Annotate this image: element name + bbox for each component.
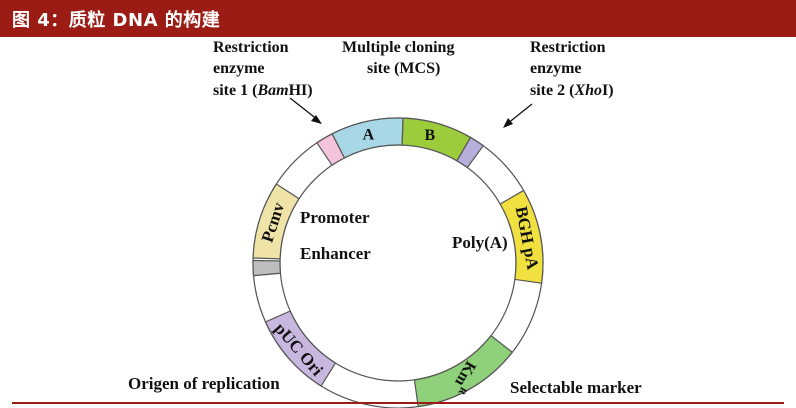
- promoter-label: Promoter: [300, 208, 370, 227]
- restriction-site-2-arrow: [503, 103, 533, 128]
- restriction-site-1-line1: Restriction: [213, 39, 289, 56]
- enhancer-label: Enhancer: [300, 244, 371, 263]
- segment-pcmv: [252, 183, 300, 260]
- figure-header: 图 4：质粒 DNA 的构建: [0, 0, 796, 37]
- polya-label: Poly(A): [452, 233, 508, 252]
- mcs-line2: site (MCS): [367, 60, 440, 77]
- segment-b-label: B: [424, 127, 435, 144]
- restriction-site-2-line2: enzyme: [530, 60, 582, 77]
- restriction-site-1-line2: enzyme: [213, 60, 265, 77]
- rs2-enzyme-suffix: I: [602, 82, 608, 99]
- segment-puc-ori: [264, 310, 337, 387]
- segment-a-label: A: [363, 126, 375, 143]
- mcs-line1: Multiple cloning: [342, 39, 454, 56]
- bottom-rule: [12, 402, 784, 404]
- segment-kmr: [413, 334, 514, 408]
- segment-bghpa: [499, 189, 544, 284]
- rs1-prefix: site 1 (: [213, 82, 257, 99]
- rs1-close: ): [307, 82, 312, 99]
- selectable-marker-label: Selectable marker: [510, 378, 642, 397]
- origin-of-replication-label: Origen of replication: [128, 374, 280, 393]
- rs1-enzyme-suffix: HI: [289, 82, 308, 99]
- segment-enhancer: [252, 259, 282, 277]
- restriction-site-2-line1: Restriction: [530, 39, 606, 56]
- rs2-close: ): [608, 82, 613, 99]
- figure-title: 图 4：质粒 DNA 的构建: [12, 9, 221, 31]
- plasmid-ring: [252, 117, 544, 408]
- restriction-site-1-line3: site 1 (BamHI): [213, 82, 313, 99]
- rs2-prefix: site 2 (: [530, 82, 574, 99]
- rs1-enzyme-italic: Bam: [256, 82, 288, 99]
- segment-xhoi-site: [456, 136, 485, 169]
- rs2-enzyme-italic: Xho: [573, 82, 602, 99]
- restriction-site-2-line3: site 2 (XhoI): [530, 82, 614, 99]
- restriction-site-1-arrow: [289, 97, 322, 124]
